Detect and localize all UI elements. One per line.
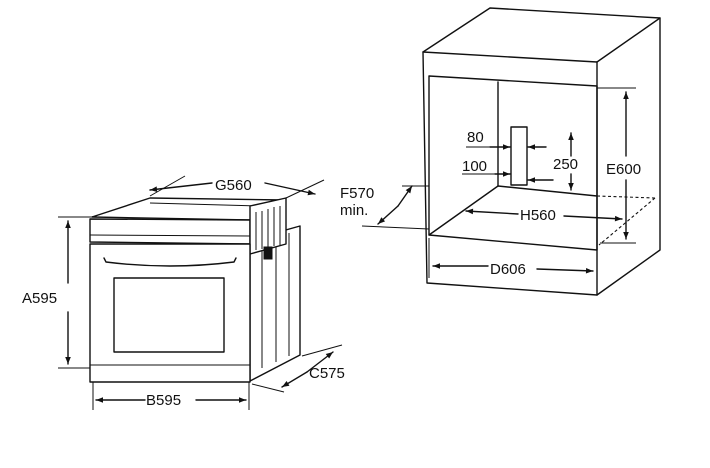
label-c: C575 (309, 365, 345, 382)
label-g: G560 (215, 177, 252, 194)
oven-dimensions (58, 175, 343, 410)
cabinet-dimensions (361, 87, 636, 278)
label-a: A595 (22, 290, 57, 307)
label-f-note: min. (340, 202, 368, 219)
label-d: D606 (490, 261, 526, 278)
label-h: H560 (520, 207, 556, 224)
label-vent-height: 250 (553, 156, 578, 173)
label-f-value: F570 (340, 185, 374, 202)
label-e: E600 (606, 161, 641, 178)
cabinet-drawing (422, 7, 661, 296)
oven-drawing (89, 197, 301, 383)
label-vent-offset: 100 (462, 158, 487, 175)
label-b: B595 (146, 392, 181, 409)
label-vent-width: 80 (467, 129, 484, 146)
